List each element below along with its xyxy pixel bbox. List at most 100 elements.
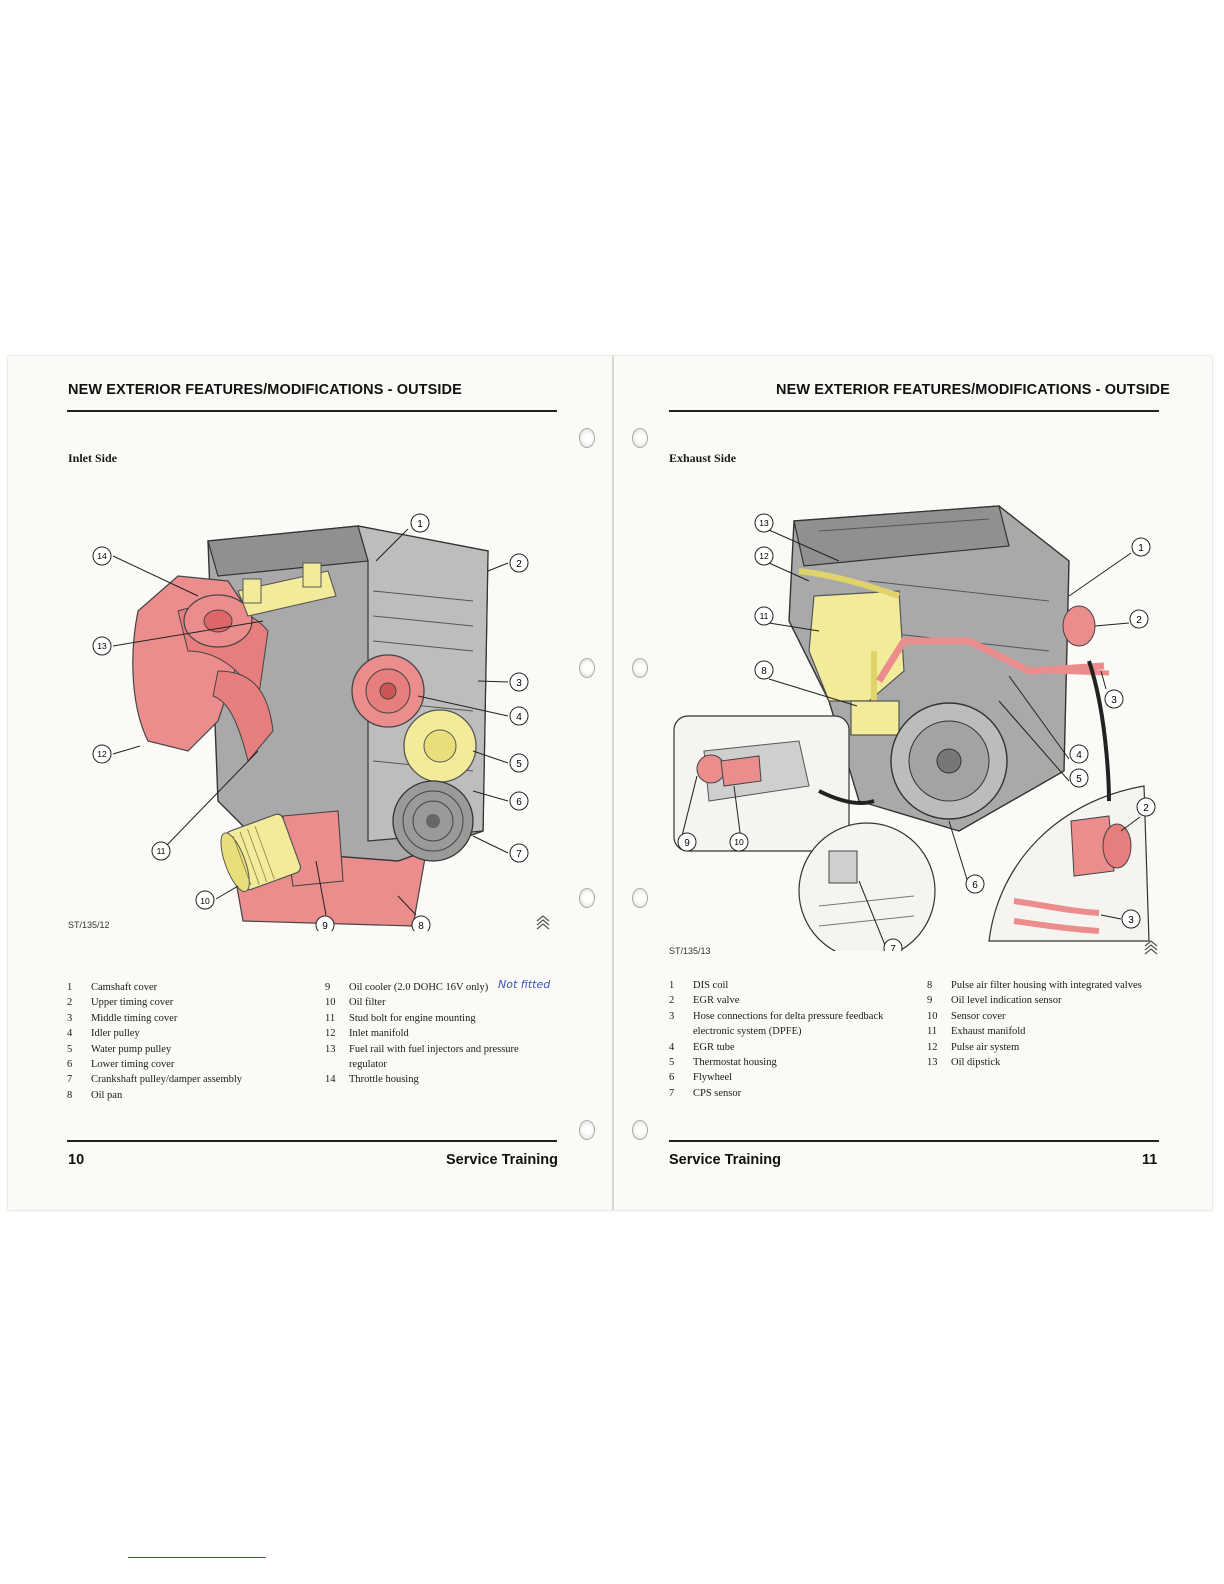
inlet-callouts: 1 2 3 4 5 6 7 8 9 10 11 12 13 14 <box>92 513 529 931</box>
svg-text:14: 14 <box>97 551 107 561</box>
svg-text:6: 6 <box>516 797 522 808</box>
callout-2: 2 <box>509 553 529 573</box>
page-number-left: 10 <box>68 1152 85 1168</box>
section-title-exhaust: Exhaust Side <box>669 451 737 465</box>
callout-10: 10 <box>195 890 215 910</box>
svg-text:2: 2 <box>1136 615 1142 626</box>
footer-rule <box>669 1140 1159 1142</box>
svg-text:12: 12 <box>759 551 769 561</box>
egr-valve-shape <box>1062 605 1096 647</box>
svg-text:8: 8 <box>761 666 767 677</box>
sensor-cover-shape <box>720 755 762 787</box>
svg-text:11: 11 <box>157 846 166 856</box>
pulse-air-filter-housing-shape <box>850 700 900 736</box>
binder-hole <box>579 888 595 908</box>
booklet-spread: NEW EXTERIOR FEATURES/MODIFICATIONS - OU… <box>8 356 1212 1210</box>
cps-sensor-shape <box>828 850 858 884</box>
stray-underline <box>128 1557 266 1558</box>
svg-text:2: 2 <box>1143 803 1149 814</box>
callout-13: 13 <box>754 513 774 533</box>
callout-2-inset: 2 <box>1136 797 1156 817</box>
exhaust-callouts: 1 2 3 4 5 6 7 8 9 10 11 12 13 2 3 <box>677 513 1156 951</box>
svg-text:9: 9 <box>684 838 690 849</box>
binder-hole <box>632 658 648 678</box>
callout-12: 12 <box>754 546 774 566</box>
left-page-header: NEW EXTERIOR FEATURES/MODIFICATIONS - OU… <box>68 382 462 398</box>
svg-text:4: 4 <box>516 712 522 723</box>
ford-chevron-icon <box>1144 940 1158 955</box>
exhaust-side-engine-figure: 1 2 3 4 5 6 7 8 9 10 11 12 13 2 3 <box>673 505 1156 951</box>
handwritten-note: Not fitted <box>498 978 551 991</box>
callout-14: 14 <box>92 546 112 566</box>
figure-code-right: ST/135/13 <box>669 946 711 956</box>
callout-7: 7 <box>509 843 529 863</box>
binder-hole <box>579 428 595 448</box>
svg-text:7: 7 <box>890 944 896 951</box>
left-page: NEW EXTERIOR FEATURES/MODIFICATIONS - OU… <box>8 356 612 1210</box>
callout-7: 7 <box>883 938 903 951</box>
callout-8: 8 <box>411 915 431 931</box>
page-number-right: 11 <box>1142 1152 1158 1168</box>
callout-11: 11 <box>151 841 171 861</box>
svg-text:2: 2 <box>516 559 522 570</box>
callout-3-inset: 3 <box>1121 909 1141 929</box>
svg-text:13: 13 <box>97 641 107 651</box>
binder-hole <box>632 428 648 448</box>
right-page-header: NEW EXTERIOR FEATURES/MODIFICATIONS - OU… <box>776 382 1170 398</box>
svg-text:8: 8 <box>418 921 424 931</box>
svg-text:10: 10 <box>734 837 744 847</box>
callout-11: 11 <box>754 606 774 626</box>
callout-5: 5 <box>509 753 529 773</box>
callout-4: 4 <box>509 706 529 726</box>
callout-9: 9 <box>315 915 335 931</box>
inlet-side-engine-figure: 1 2 3 4 5 6 7 8 9 10 11 12 13 14 <box>92 513 529 931</box>
header-rule <box>669 410 1159 412</box>
callout-8: 8 <box>754 660 774 680</box>
callout-5: 5 <box>1069 768 1089 788</box>
callout-1: 1 <box>1131 537 1151 557</box>
callout-4: 4 <box>1069 744 1089 764</box>
binder-hole <box>579 1120 595 1140</box>
svg-text:5: 5 <box>516 759 522 770</box>
svg-text:10: 10 <box>200 896 210 906</box>
callout-1: 1 <box>410 513 430 533</box>
footer-label-right: Service Training <box>669 1152 782 1168</box>
svg-text:1: 1 <box>1138 543 1144 554</box>
svg-text:7: 7 <box>516 849 522 860</box>
footer-rule <box>67 1140 557 1142</box>
svg-text:6: 6 <box>972 880 978 891</box>
callout-10: 10 <box>729 832 749 852</box>
callout-2: 2 <box>1129 609 1149 629</box>
callout-12: 12 <box>92 744 112 764</box>
ford-chevron-icon <box>536 915 550 930</box>
svg-text:11: 11 <box>760 611 769 621</box>
svg-text:9: 9 <box>322 921 328 931</box>
